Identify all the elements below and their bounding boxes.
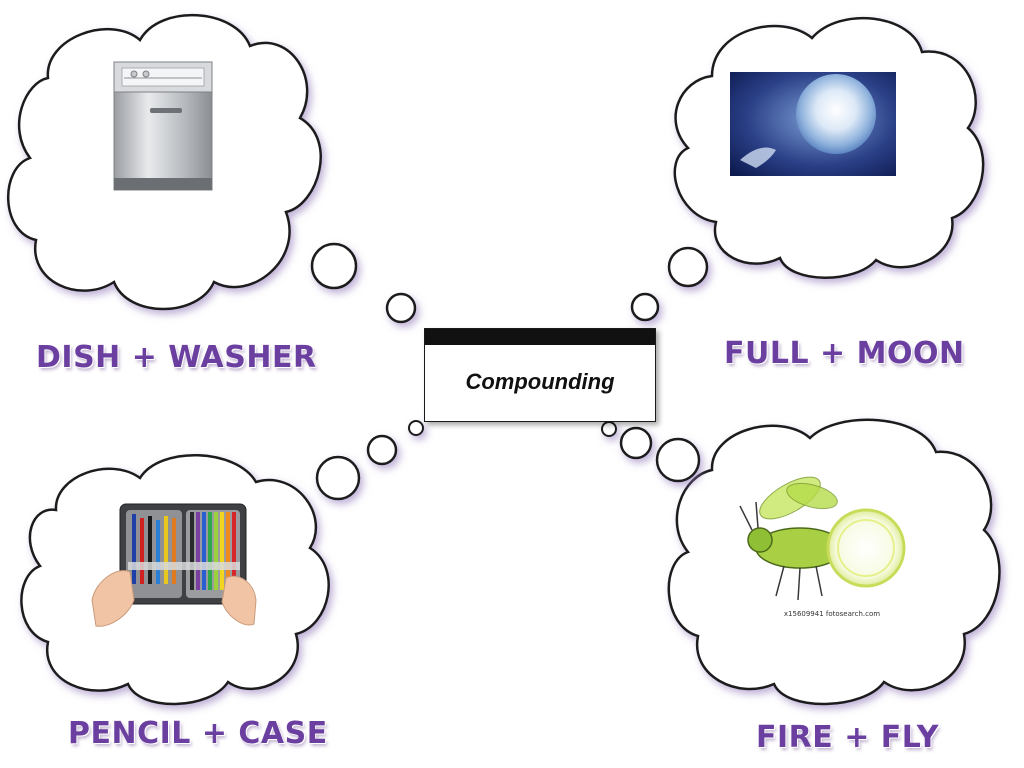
thought-bubbles-full-moon <box>630 246 709 322</box>
thought-bubbles-fire-fly <box>601 421 701 483</box>
pencil-case-image <box>91 503 257 627</box>
dishwasher-image <box>113 61 213 191</box>
thought-bubbles-dish-washer <box>310 242 417 324</box>
center-box-header-bar <box>425 329 655 345</box>
center-concept-title: Compounding <box>465 369 615 394</box>
compound-label-pencil-case: PENCIL + CASE <box>68 716 328 751</box>
firefly-image: x15609941 fotosearch.com <box>736 466 932 620</box>
thought-bubbles-pencil-case <box>315 420 424 501</box>
full-moon-image <box>730 72 896 176</box>
compound-label-fire-fly: FIRE + FLY <box>756 720 939 755</box>
compound-label-dish-washer: DISH + WASHER <box>36 340 317 375</box>
image-credit: x15609941 fotosearch.com <box>784 610 880 618</box>
compound-label-full-moon: FULL + MOON <box>724 336 965 371</box>
center-concept-box: Compounding <box>424 328 656 422</box>
